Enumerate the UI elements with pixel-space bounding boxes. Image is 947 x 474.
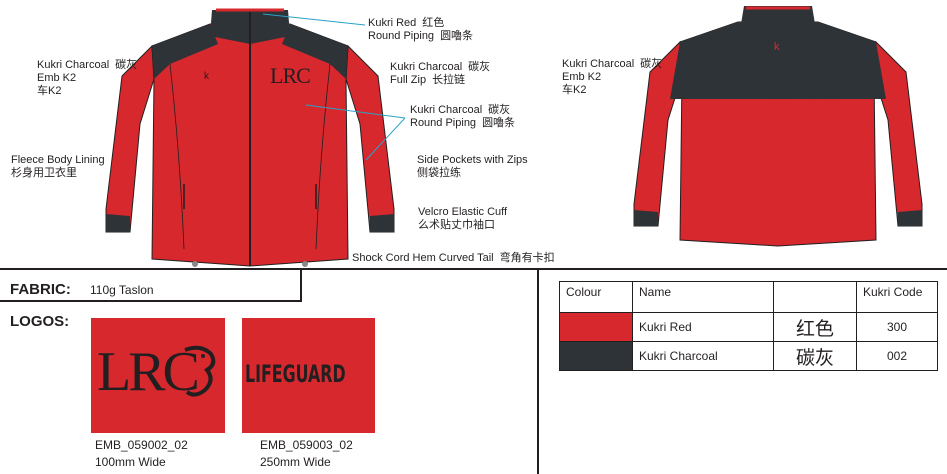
logo-caption-lrc: EMB_059002_02 100mm Wide	[95, 438, 188, 469]
colour-name-cn: 碳灰	[773, 341, 857, 371]
logo-lrc-art: LRC	[97, 341, 200, 403]
header-colour: Colour	[559, 281, 633, 313]
svg-text:k: k	[204, 71, 210, 82]
fabric-box	[0, 270, 302, 302]
logo-caption-lifeguard: EMB_059003_02 250mm Wide	[260, 438, 353, 469]
swatch-charcoal-fill	[560, 342, 632, 370]
colour-code: 300	[856, 312, 938, 342]
colour-name-cn: 红色	[773, 312, 857, 342]
colour-table-header: Colour Name Kukri Code	[559, 281, 938, 313]
swatch-red	[559, 312, 633, 342]
fabric-value: 110g Taslon	[90, 283, 154, 297]
jacket-back-illustration: k	[633, 6, 923, 247]
fabric-label: FABRIC:	[10, 281, 71, 298]
swatch-red-fill	[560, 313, 632, 341]
colour-name: Kukri Red	[632, 312, 774, 342]
colour-code: 002	[856, 341, 938, 371]
logo-tile-lrc: LRC	[91, 318, 225, 433]
dragon-emblem-icon	[184, 345, 216, 397]
logos-label: LOGOS:	[10, 313, 70, 330]
swatch-charcoal	[559, 341, 633, 371]
header-kukri-code: Kukri Code	[856, 281, 938, 313]
colour-row-red: Kukri Red 红色 300	[559, 312, 938, 342]
colour-name: Kukri Charcoal	[632, 341, 774, 371]
note-side-pockets: Side Pockets with Zips 侧袋拉练	[417, 154, 528, 179]
note-fleece-lining: Fleece Body Lining 杉身用卫衣里	[11, 154, 105, 179]
logo-lifeguard-art: LIFEGUARD	[245, 360, 346, 388]
header-chinese	[773, 281, 857, 313]
bottom-section-divider	[0, 268, 947, 473]
back-lifeguard-text: LIFEGUARD	[724, 79, 843, 104]
front-chest-logo: LRC	[270, 63, 311, 88]
jacket-front-illustration: k	[105, 8, 395, 267]
header-name: Name	[632, 281, 774, 313]
vertical-divider	[537, 270, 539, 474]
note-velcro-cuff: Velcro Elastic Cuff 么术贴丈巾袖口	[418, 206, 508, 231]
colour-row-charcoal: Kukri Charcoal 碳灰 002	[559, 341, 938, 371]
svg-text:k: k	[774, 41, 780, 53]
colour-table: Colour Name Kukri Code Kukri Red 红色 300 …	[559, 281, 938, 371]
annotation-leader-lines	[262, 13, 406, 161]
logo-tile-lifeguard: LIFEGUARD	[242, 318, 375, 433]
